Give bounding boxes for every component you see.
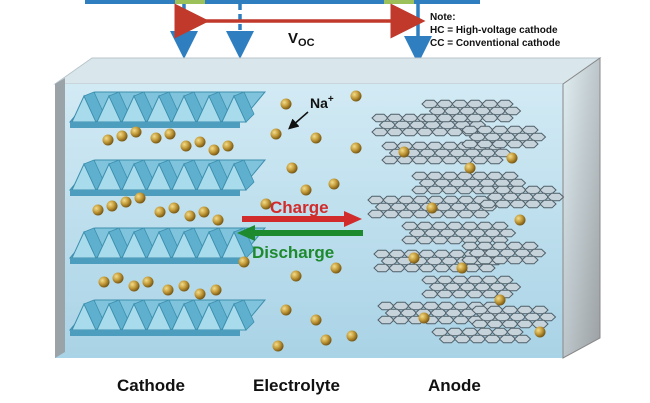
graphene-sheet [461,125,547,149]
sodium-ion [150,132,162,144]
cathode-layers [68,91,267,336]
sodium-ion [128,280,140,292]
graphene-sheet [471,305,557,329]
sodium-ion [178,280,190,292]
sodium-ion [426,202,438,214]
sodium-ion [180,140,192,152]
note-line-hc: HC = High-voltage cathode [430,25,558,36]
sodium-ion [198,206,210,218]
sodium-ion [350,90,362,102]
sodium-ion [506,152,518,164]
sodium-ion [464,162,476,174]
sodium-ion [222,140,234,152]
sodium-ion [184,210,196,222]
graphene-sheet [479,185,565,209]
sodium-ion [330,262,342,274]
cathode-layer [68,299,267,336]
na-ion-pointer [288,111,309,130]
sodium-ion [272,340,284,352]
sodium-ions [92,90,546,352]
sodium-ion [280,98,292,110]
sodium-ion [212,214,224,226]
sodium-ion [320,334,332,346]
external-circuit [85,0,480,64]
sodium-ion [130,126,142,138]
sodium-ion [102,134,114,146]
sodium-ion [494,294,506,306]
sodium-ion [286,162,298,174]
sodium-ion [346,330,358,342]
note-line-cc: CC = Conventional cathode [430,38,561,49]
sodium-ion [154,206,166,218]
sodium-ion [120,196,132,208]
sodium-ion [210,284,222,296]
label-anode: Anode [428,376,481,395]
label-discharge: Discharge [252,243,334,262]
graphene-sheet [461,241,547,265]
sodium-ion [238,256,250,268]
cathode-layer [68,91,267,128]
graphene-sheet [421,99,522,123]
sodium-ion [106,200,118,212]
sodium-ion [162,284,174,296]
sodium-ion [280,304,292,316]
sodium-ion [116,130,128,142]
sodium-ion [194,288,206,300]
sodium-ion [418,312,430,324]
sodium-ion [456,262,468,274]
note-box: Note: HC = High-voltage cathode CC = Con… [430,12,561,49]
label-electrolyte: Electrolyte [253,376,340,395]
label-v-oc: VOC [288,30,315,49]
sodium-ion [164,128,176,140]
sodium-ion [260,198,272,210]
sodium-ion [270,128,282,140]
sodium-ion [300,184,312,196]
sodium-ion [290,270,302,282]
graphene-sheet [431,327,532,344]
cathode-layer [68,159,267,196]
charge-arrow [242,211,362,227]
sodium-ion [112,272,124,284]
graphene-sheet [421,275,522,299]
note-title: Note: [430,12,456,23]
sodium-ion [514,214,526,226]
sodium-ion [92,204,104,216]
sodium-ion [310,314,322,326]
sodium-ion [310,132,322,144]
label-cathode: Cathode [117,376,185,395]
sodium-ion [168,202,180,214]
sodium-ion [208,144,220,156]
label-na-ion: Na+ [310,94,334,111]
sodium-ion [134,192,146,204]
graphene-sheet [401,221,517,245]
sodium-ion [142,276,154,288]
sodium-ion [194,136,206,148]
anode-hexagon-stack [367,99,565,344]
sodium-ion [98,276,110,288]
label-charge: Charge [270,198,329,217]
sodium-ion [350,142,362,154]
cathode-layer [68,227,267,264]
sodium-ion [408,252,420,264]
discharge-arrow [237,225,363,241]
sodium-ion [328,178,340,190]
sodium-ion [534,326,546,338]
sodium-ion [398,146,410,158]
